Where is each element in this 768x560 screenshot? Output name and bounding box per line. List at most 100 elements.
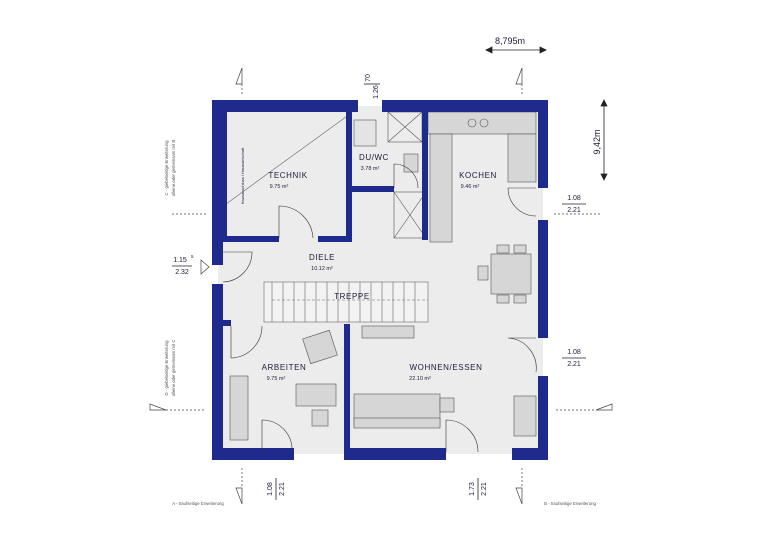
wall-left-lower	[212, 284, 223, 460]
wall-top-right	[382, 100, 548, 112]
dim-left-opening-b: 2.32	[175, 269, 189, 276]
walls	[212, 100, 548, 460]
room-area-kochen: 9.46 m²	[461, 184, 480, 190]
door-living-terrace	[507, 337, 537, 373]
section-marker-top-right	[515, 67, 523, 85]
room-area-duwc: 3.78 m²	[361, 166, 380, 172]
cupboard-diagonal	[393, 191, 427, 239]
wall-arbeiten-right	[344, 324, 350, 448]
sideboard	[361, 325, 415, 339]
room-name-treppe: TREPPE	[334, 292, 370, 301]
dimension-labels: 8,795m 9,42m 70 1.26 1.15 5 2.32 1.08 2.…	[173, 36, 602, 496]
wall-technik-bottom-right	[318, 236, 352, 242]
note-left-lower-a: D - giebelseitige Erweiterung	[164, 340, 169, 396]
hob-ring	[467, 118, 477, 128]
dim-left-opening-a: 1.15	[173, 257, 187, 264]
dim-left-opening-sup: 5	[191, 254, 194, 259]
door-bottom-left	[261, 419, 293, 453]
note-left-upper-a: C - giebelseitige Erweiterung	[164, 140, 169, 196]
dim-height-total: 9,42m	[592, 129, 602, 154]
dim-right-lower-b: 2.21	[567, 361, 581, 368]
hob-ring	[479, 118, 489, 128]
note-bottom-right: B - traufseitige Erweiterung	[544, 501, 596, 506]
toilet-area	[353, 119, 377, 147]
room-area-technik: 9.75 m²	[270, 184, 289, 190]
stairs	[263, 281, 429, 323]
wall-right-lower	[538, 376, 548, 460]
door-arbeiten	[230, 325, 263, 359]
wall-technik-bottom-left	[223, 236, 279, 242]
note-bottom-left: A - traufseitige Erweiterung	[172, 501, 224, 506]
wall-bottom-middle	[344, 448, 446, 460]
section-marker-top-left	[235, 67, 243, 85]
dim-right-upper-a: 1.08	[567, 195, 581, 202]
washbasin	[403, 153, 419, 173]
section-marker-left	[149, 403, 167, 411]
room-name-wohnen-essen: WOHNEN/ESSEN	[410, 363, 483, 372]
wall-bath-bottom	[346, 186, 394, 192]
section-marker-right	[595, 403, 613, 411]
room-name-arbeiten: ARBEITEN	[262, 363, 307, 372]
lounge-chair	[302, 329, 338, 365]
sofa-seat	[353, 417, 441, 429]
room-area-wohnen-essen: 22.10 m²	[409, 376, 431, 382]
room-name-kochen: KOCHEN	[459, 171, 497, 180]
desk	[295, 383, 337, 407]
dim-right-lower-a: 1.08	[567, 349, 581, 356]
wall-technik-right	[346, 112, 352, 240]
dim-width-total: 8,795m	[495, 36, 525, 46]
door-kitchen-terrace	[507, 187, 537, 217]
wall-technik-inner-left	[223, 112, 227, 240]
kitchen-counter	[427, 111, 537, 135]
wall-arbeiten-top-stub	[223, 320, 231, 326]
wall-bath-right	[422, 112, 428, 240]
bookshelf	[229, 375, 249, 441]
room-area-arbeiten: 9.75 m²	[267, 376, 286, 382]
doors	[222, 163, 537, 453]
dining-chair	[513, 244, 527, 254]
dim-bottom-left-b: 2.21	[279, 482, 286, 496]
wall-top-left	[212, 100, 358, 112]
door-bath	[393, 163, 419, 189]
entrance-marker	[200, 259, 210, 275]
door-bottom-middle	[445, 419, 479, 453]
wall-bottom-left	[212, 448, 294, 460]
notes: Hausanschluss / Hauswirtschaft C - giebe…	[164, 140, 597, 506]
room-name-duwc: DU/WC	[359, 153, 389, 162]
door-entrance	[222, 251, 253, 283]
armchair	[513, 395, 537, 437]
wall-left-upper	[212, 100, 223, 265]
dim-top-opening-a: 70	[365, 74, 372, 82]
note-technik-wall: Hausanschluss / Hauswirtschaft	[240, 147, 245, 205]
dining-chair	[477, 265, 489, 281]
wall-bottom-right	[512, 448, 548, 460]
note-left-upper-b: alleine oder gemeinsam mit B	[171, 140, 176, 197]
dining-table	[490, 253, 532, 295]
dim-bottom-right-b: 2.21	[481, 482, 488, 496]
dining-chair	[496, 244, 510, 254]
room-name-technik: TECHNIK	[268, 171, 307, 180]
section-marker-bottom-right	[515, 487, 523, 505]
technik-diagonal	[225, 113, 351, 205]
dimension-lines	[172, 46, 608, 500]
dining-chair	[496, 294, 510, 304]
shower-diagonal	[387, 111, 423, 143]
kitchen-column	[429, 133, 453, 243]
office-chair	[311, 409, 329, 427]
dim-bottom-left-a: 1.08	[267, 482, 274, 496]
section-markers	[149, 67, 613, 505]
side-table	[439, 397, 455, 413]
note-left-lower-b: alleine oder gemeinsam mit C	[171, 340, 176, 397]
room-area-diele: 10.12 m²	[311, 266, 333, 272]
dim-bottom-right-a: 1.73	[469, 482, 476, 496]
door-technik	[278, 205, 314, 239]
section-marker-bottom-left	[235, 487, 243, 505]
dim-right-upper-b: 2.21	[567, 207, 581, 214]
room-labels: TECHNIK 9.75 m² DU/WC 3.78 m² KOCHEN 9.4…	[262, 153, 497, 382]
wall-right-middle	[538, 220, 548, 338]
dining-chair	[513, 294, 527, 304]
room-name-diele: DIELE	[309, 253, 335, 262]
wall-right-upper	[538, 100, 548, 188]
furniture	[225, 111, 537, 441]
